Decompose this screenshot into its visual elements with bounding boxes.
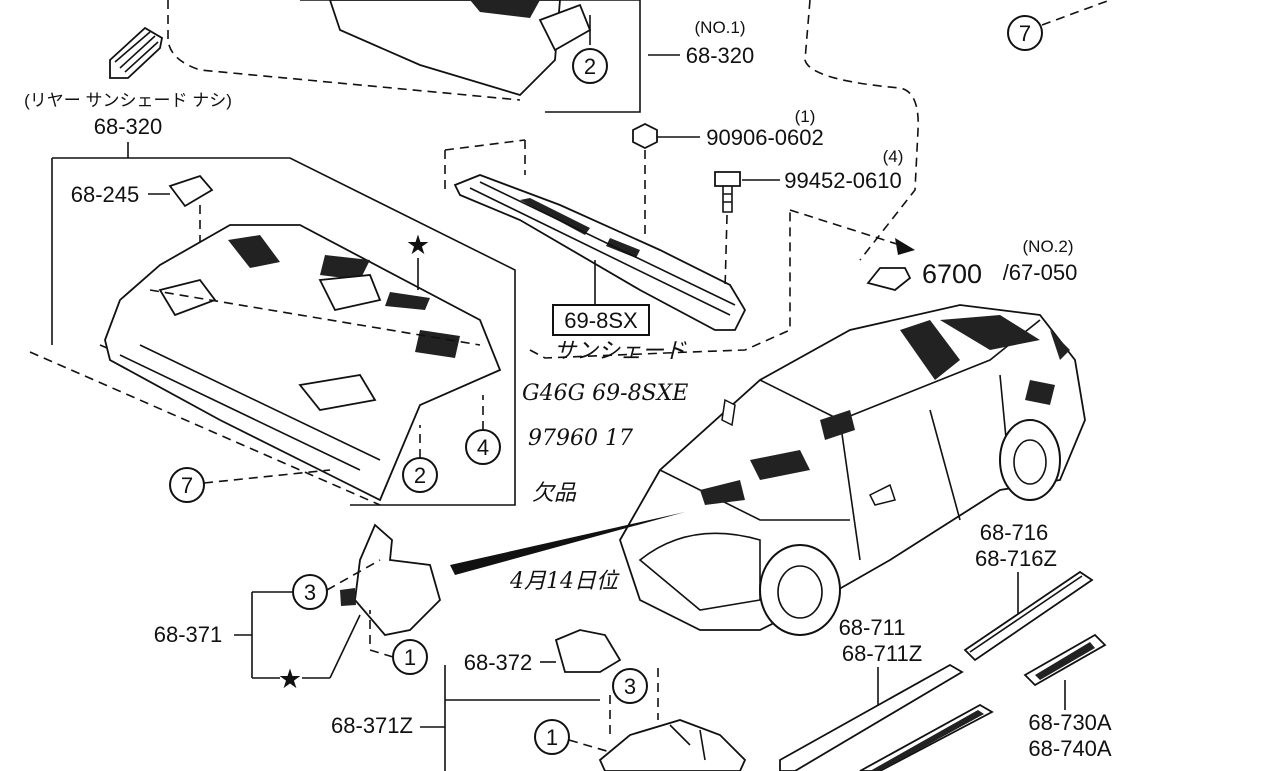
handwritten-note-3: 欠品	[532, 481, 577, 506]
sunshade-rail	[453, 174, 747, 331]
callout-3-a: 3	[292, 574, 328, 610]
package-tray-edge-lines	[119, 344, 381, 471]
cover-part-label: 68-245	[71, 182, 140, 207]
part-68711z-label: 68-711Z	[842, 641, 922, 666]
top-shelf-shade	[470, 0, 540, 18]
callout-1-b: 1	[534, 719, 570, 755]
top-shelf-panel	[329, 0, 561, 97]
sunshade-arrowhead-icon	[895, 238, 915, 255]
callout-3-b: 3	[612, 668, 648, 704]
package-tray-body	[104, 224, 502, 502]
callout-1-b-text: 1	[546, 725, 558, 750]
scuff-plate-68716-line	[969, 575, 1083, 653]
trim-68371z-lines	[669, 724, 706, 761]
sunshade-part-box	[552, 304, 650, 336]
callout-7-left-text: 7	[181, 473, 193, 498]
ref-6700-label: 6700	[922, 259, 982, 289]
sunshade-arrow-icon	[109, 26, 164, 79]
tray-dash-bottom	[29, 351, 381, 506]
scuff-plate-68716	[963, 570, 1094, 662]
top-shelf-dash-outline	[167, 0, 521, 101]
pointer-wedge	[450, 512, 685, 575]
part-68371z-bracket	[444, 665, 600, 771]
ref-67050-label: /67-050	[1003, 260, 1078, 285]
left-part-label: 68-320	[94, 114, 163, 139]
part-68711-label: 68-711	[839, 615, 906, 640]
callout-3-b-leader	[609, 668, 659, 740]
star-marker-trim: ★	[278, 664, 302, 694]
sunshade-dash-bottom	[529, 210, 791, 359]
part-68371-bracket	[234, 591, 292, 679]
part-68372-label: 68-372	[464, 650, 533, 675]
part-68371z-label: 68-371Z	[331, 713, 413, 738]
sunshade-note-jp: サンシェード	[554, 339, 687, 364]
top-right-dash-outline	[804, 0, 919, 261]
bolt-dash-leader	[724, 214, 728, 291]
trim-68371-clip	[340, 588, 356, 606]
no2-qty-label: (NO.2)	[1023, 237, 1074, 256]
nut-part-label: 90906-0602	[706, 125, 823, 150]
top-shelf-group	[167, 0, 919, 261]
callout-1-a: 1	[392, 639, 428, 675]
star-marker-tray: ★	[406, 230, 430, 260]
callout-7-left-leader	[203, 469, 331, 484]
package-tray-brackets	[158, 274, 382, 411]
part-68371-label: 68-371	[154, 622, 223, 647]
star-marker-trim-leader	[329, 614, 361, 679]
part-68740a-label: 68-740A	[1028, 736, 1112, 761]
trim-68371z	[598, 719, 747, 771]
callout-4-left: 4	[465, 429, 501, 465]
callout-3-a-text: 3	[304, 580, 316, 605]
sunshade-rail-shade	[520, 198, 640, 258]
handwritten-note-1: G46G 69-8SXE	[522, 381, 688, 406]
callout-1-a-text: 1	[404, 645, 416, 670]
top-shelf-frame	[300, 0, 641, 113]
top-no1-qty-label: (NO.1)	[695, 18, 746, 37]
callout-2-left-text: 2	[414, 463, 426, 488]
trim-68371	[354, 523, 442, 636]
part-68730a-label: 68-730A	[1028, 710, 1112, 735]
callout-4-left-text: 4	[477, 435, 489, 460]
bolt-qty-label: (4)	[883, 147, 904, 166]
cover-part-shape	[168, 174, 214, 208]
callout-7-top-leader	[1041, 0, 1111, 26]
bolt-shank-icon	[722, 186, 733, 213]
callout-3-a-leader	[326, 559, 381, 591]
left-note-jp: (リヤー サンシェード ナシ)	[24, 91, 232, 110]
bolt-head-icon	[714, 171, 741, 187]
sunshade-dash-arrow	[789, 209, 901, 246]
scuff-plate-68740a-shade	[870, 710, 984, 771]
car-body	[619, 304, 1086, 636]
callout-7-top: 7	[1007, 15, 1043, 51]
bolt-part-label: 99452-0610	[784, 168, 901, 193]
callout-1-a-leader	[369, 610, 394, 658]
callout-2-left: 2	[402, 457, 438, 493]
package-tray-shade	[228, 235, 460, 358]
part-68716-label: 68-716	[980, 520, 1049, 545]
package-tray-centerline	[149, 289, 481, 346]
callout-2-top: 2	[572, 48, 608, 84]
callout-2-top-text: 2	[584, 54, 596, 79]
callout-7-left: 7	[169, 467, 205, 503]
sunshade-dash-left	[444, 139, 526, 195]
trim-68372	[554, 629, 622, 673]
nut-icon	[632, 122, 658, 150]
scuff-plate-68711	[779, 663, 964, 771]
sunshade-part-label: 69-8SX	[564, 308, 638, 333]
no2-ref-icon	[866, 267, 912, 291]
handwritten-note-4: 4月14日位	[509, 569, 620, 594]
callout-3-b-text: 3	[624, 674, 636, 699]
sunshade-rail-lines	[469, 181, 736, 316]
handwritten-note-2: 97960 17	[528, 426, 633, 451]
nut-qty-label: (1)	[795, 107, 816, 126]
callout-7-top-text: 7	[1019, 21, 1031, 46]
callout-1-b-leader	[568, 739, 611, 753]
part-68716z-label: 68-716Z	[975, 546, 1057, 571]
tray-frame	[52, 157, 516, 506]
scuff-plate-68730a-shade	[1035, 642, 1095, 680]
top-no1-part-label: 68-320	[686, 43, 755, 68]
